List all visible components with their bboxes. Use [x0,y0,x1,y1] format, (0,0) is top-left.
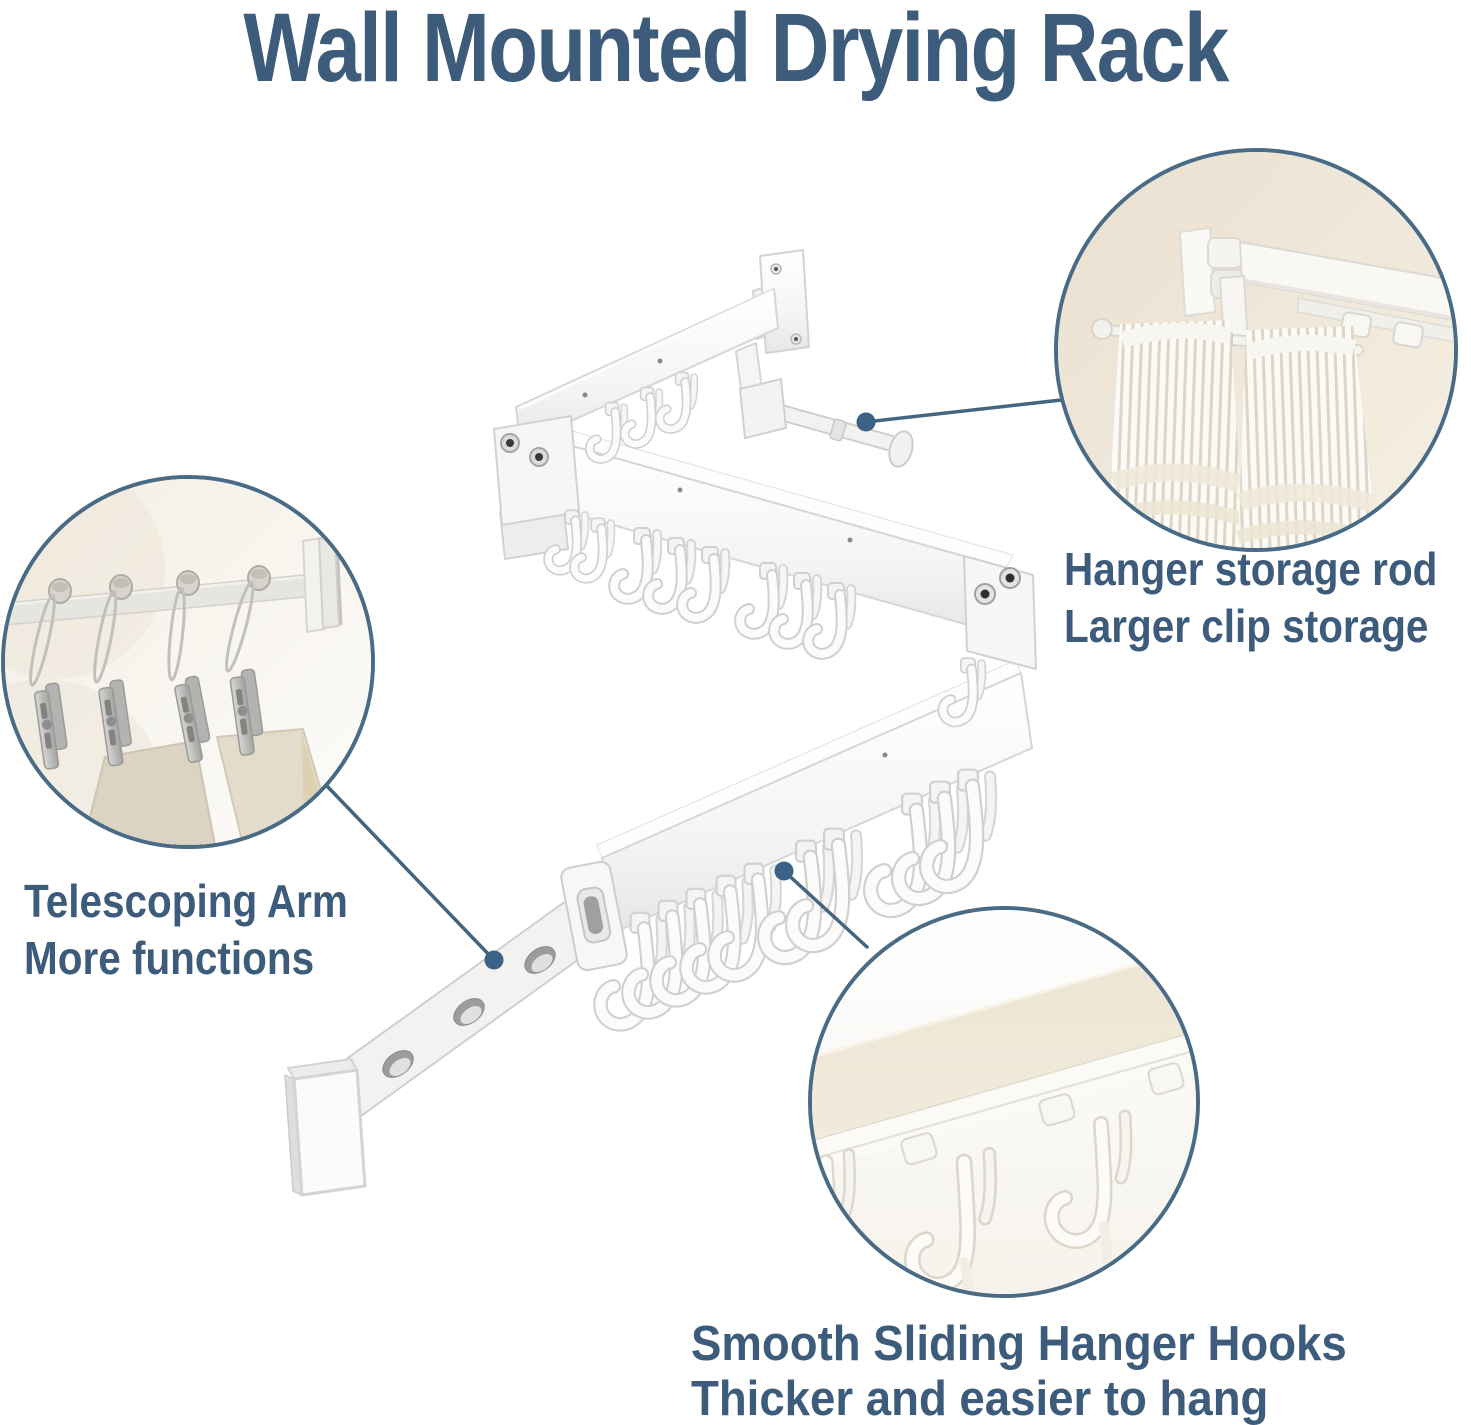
sliding-hooks-closeup [812,910,1196,1294]
right-hinge [963,555,1037,670]
slider-clamp [560,860,628,972]
telescoping-arm [301,892,605,1140]
inset-hanger-storage-photo [1054,148,1458,552]
rail-band [812,946,1196,1172]
leader-line-telescoping [325,784,496,962]
callout-dot-telescoping [484,950,504,970]
hanger-bundle [1235,326,1380,548]
metal-clip [93,590,132,767]
metal-clip [167,586,211,763]
leader-line-hanger-storage [864,398,1063,424]
callout-dot-hanger-storage [856,412,876,432]
left-hinge [493,415,580,561]
hanger-bundle [1106,320,1245,548]
leader-line-sliding-hooks [782,869,869,949]
hook-clamps [900,1062,1185,1166]
storage-rod [734,341,914,468]
arm-holes [382,946,556,1078]
inset-telescoping-photo [1,475,375,849]
arm-end-cap [284,1057,367,1197]
metal-clip [29,593,68,770]
telescoping-closeup [5,479,371,845]
inset-sliding-hooks-photo [808,906,1200,1298]
callout-dot-sliding-hooks [774,861,794,881]
hanger-storage-closeup [1058,152,1454,548]
metal-clip [225,580,264,756]
